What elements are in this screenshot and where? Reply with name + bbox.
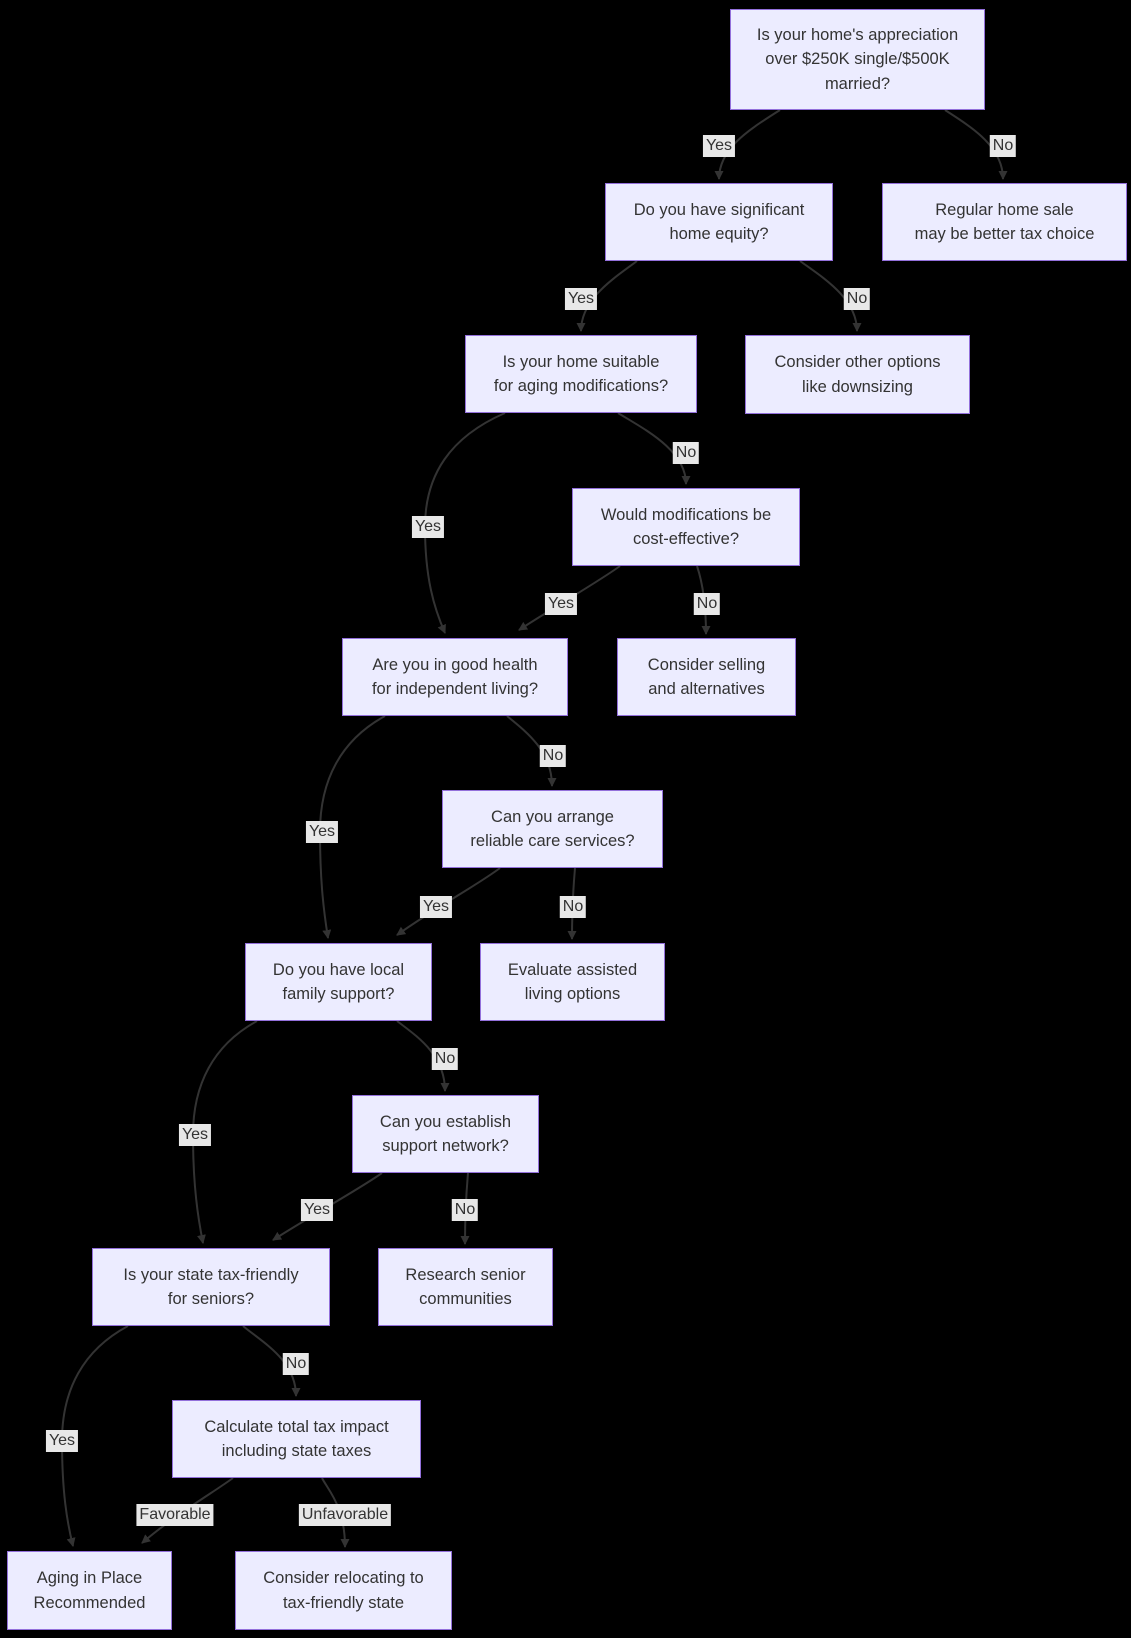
edge-network-yes bbox=[272, 1172, 383, 1241]
node-label: Calculate total tax impact including sta… bbox=[204, 1417, 389, 1461]
edge-label-taximpact-unfavorable: Unfavorable bbox=[298, 1504, 392, 1526]
edge-label-equity-yes: Yes bbox=[564, 288, 598, 310]
node-q-equity: Do you have significant home equity? bbox=[605, 183, 833, 261]
edge-costeffective-no bbox=[696, 565, 711, 635]
node-label: Regular home sale may be better tax choi… bbox=[914, 200, 1095, 244]
edge-care-yes bbox=[396, 867, 501, 936]
node-p-tax-impact: Calculate total tax impact including sta… bbox=[172, 1400, 421, 1478]
edge-network-no bbox=[460, 1172, 470, 1245]
edge-label-costeffective-yes: Yes bbox=[544, 593, 578, 615]
node-label: Research senior communities bbox=[405, 1265, 526, 1309]
edge-equity-no bbox=[799, 260, 862, 332]
node-label: Is your home's appreciation over $250K s… bbox=[756, 25, 959, 93]
node-q-family-support: Do you have local family support? bbox=[245, 943, 432, 1021]
edge-label-network-yes: Yes bbox=[300, 1199, 334, 1221]
edge-label-network-no: No bbox=[451, 1199, 479, 1221]
edge-label-appreciation-yes: Yes bbox=[702, 135, 736, 157]
node-label: Can you establish support network? bbox=[379, 1112, 512, 1156]
node-q-health: Are you in good health for independent l… bbox=[342, 638, 568, 716]
edge-appreciation-yes bbox=[714, 109, 781, 180]
edge-label-suitable-no: No bbox=[672, 442, 700, 464]
node-label: Are you in good health for independent l… bbox=[371, 655, 539, 699]
edge-appreciation-no bbox=[944, 109, 1008, 180]
node-q-cost-effective: Would modifications be cost-effective? bbox=[572, 488, 800, 566]
node-label: Is your state tax-friendly for seniors? bbox=[123, 1265, 299, 1309]
node-label: Do you have local family support? bbox=[272, 960, 405, 1004]
edge-taximpact-unfavorable bbox=[321, 1477, 350, 1548]
node-q-suitable: Is your home suitable for aging modifica… bbox=[465, 335, 697, 413]
node-label: Consider relocating to tax-friendly stat… bbox=[263, 1569, 424, 1612]
edge-label-family-yes: Yes bbox=[178, 1124, 212, 1146]
edge-label-taxfriendly-no: No bbox=[282, 1353, 310, 1375]
node-label: Aging in Place Recommended bbox=[33, 1569, 146, 1612]
node-q-support-network: Can you establish support network? bbox=[352, 1095, 539, 1173]
edge-family-no bbox=[396, 1020, 450, 1092]
edge-suitable-no bbox=[617, 412, 691, 485]
node-outcome-selling: Consider selling and alternatives bbox=[617, 638, 796, 716]
edge-label-health-no: No bbox=[539, 745, 567, 767]
edge-label-care-no: No bbox=[559, 896, 587, 918]
node-outcome-assisted-living: Evaluate assisted living options bbox=[480, 943, 665, 1021]
node-label: Would modifications be cost-effective? bbox=[600, 505, 772, 549]
node-label: Consider selling and alternatives bbox=[647, 655, 766, 699]
node-q-care-services: Can you arrange reliable care services? bbox=[442, 790, 663, 868]
edge-care-no bbox=[567, 867, 577, 940]
node-outcome-downsizing: Consider other options like downsizing bbox=[745, 335, 970, 414]
edge-taxfriendly-no bbox=[242, 1325, 301, 1397]
node-label: Do you have significant home equity? bbox=[633, 200, 805, 244]
node-label: Evaluate assisted living options bbox=[507, 960, 638, 1004]
node-outcome-regular-sale: Regular home sale may be better tax choi… bbox=[882, 183, 1127, 261]
edge-label-appreciation-no: No bbox=[989, 135, 1017, 157]
edge-health-no bbox=[506, 715, 557, 787]
node-q-appreciation: Is your home's appreciation over $250K s… bbox=[730, 9, 985, 110]
node-q-tax-friendly: Is your state tax-friendly for seniors? bbox=[92, 1248, 330, 1326]
edge-label-equity-no: No bbox=[843, 288, 871, 310]
edge-equity-yes bbox=[576, 260, 638, 332]
edge-label-taximpact-favorable: Favorable bbox=[136, 1504, 214, 1526]
edge-label-taxfriendly-yes: Yes bbox=[45, 1430, 79, 1452]
edge-label-suitable-yes: Yes bbox=[411, 516, 445, 538]
edge-label-health-yes: Yes bbox=[305, 821, 339, 843]
node-outcome-senior-communities: Research senior communities bbox=[378, 1248, 553, 1326]
node-label: Is your home suitable for aging modifica… bbox=[493, 352, 669, 396]
node-outcome-relocate: Consider relocating to tax-friendly stat… bbox=[235, 1551, 452, 1630]
node-label: Can you arrange reliable care services? bbox=[470, 807, 635, 851]
edge-label-costeffective-no: No bbox=[693, 593, 721, 615]
edge-label-family-no: No bbox=[431, 1048, 459, 1070]
node-label: Consider other options like downsizing bbox=[774, 353, 941, 396]
edge-costeffective-yes bbox=[518, 565, 621, 631]
edge-label-care-yes: Yes bbox=[419, 896, 453, 918]
node-outcome-aging-in-place: Aging in Place Recommended bbox=[7, 1551, 172, 1630]
